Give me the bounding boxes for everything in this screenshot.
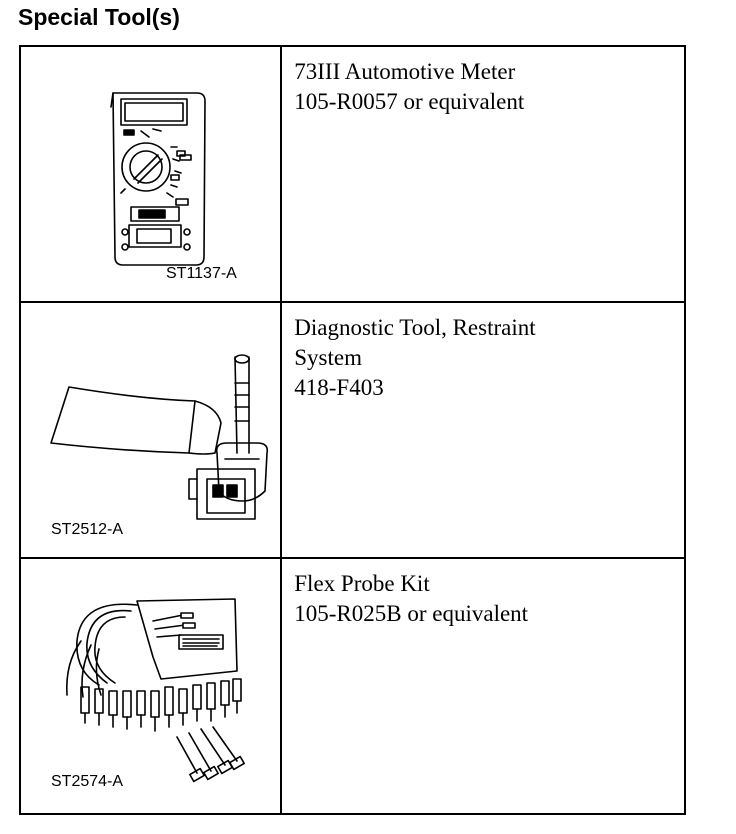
tool-description-cell: Diagnostic Tool, Restraint System 418-F4… (280, 301, 686, 559)
tool-illustration-cell: ST2512-A (18, 301, 283, 559)
tool-illustration-cell: ST1137-A (18, 45, 283, 303)
tool-illustration-cell: ST2574-A (18, 557, 283, 815)
tool-row: ST1137-A 73III Automotive Meter 105-R005… (18, 45, 686, 303)
section-heading: Special Tool(s) (18, 4, 180, 30)
tool-code: ST2512-A (51, 521, 124, 538)
special-tools-table: ST1137-A 73III Automotive Meter 105-R005… (18, 45, 686, 815)
flex-probe-kit-illustration (65, 598, 245, 783)
tool-name: Diagnostic Tool, Restraint (294, 315, 536, 340)
tool-part-number: 418-F403 (294, 375, 384, 400)
tool-name: 73III Automotive Meter (294, 59, 516, 84)
tool-code: ST2574-A (51, 773, 124, 790)
tool-name-continued: System (294, 345, 362, 370)
tool-row: ST2512-A Diagnostic Tool, Restraint Syst… (18, 301, 686, 559)
tool-row: ST2574-A Flex Probe Kit 105-R025B or equ… (18, 557, 686, 815)
tool-part-number: 105-R025B or equivalent (294, 601, 529, 626)
tool-part-number: 105-R0057 or equivalent (294, 89, 525, 114)
multimeter-illustration (110, 92, 206, 266)
tool-code: ST1137-A (166, 265, 237, 282)
tool-description-cell: 73III Automotive Meter 105-R0057 or equi… (280, 45, 686, 303)
restraint-diagnostic-tool-illustration (50, 354, 269, 520)
tool-name: Flex Probe Kit (294, 571, 430, 596)
tool-description-cell: Flex Probe Kit 105-R025B or equivalent (280, 557, 686, 815)
